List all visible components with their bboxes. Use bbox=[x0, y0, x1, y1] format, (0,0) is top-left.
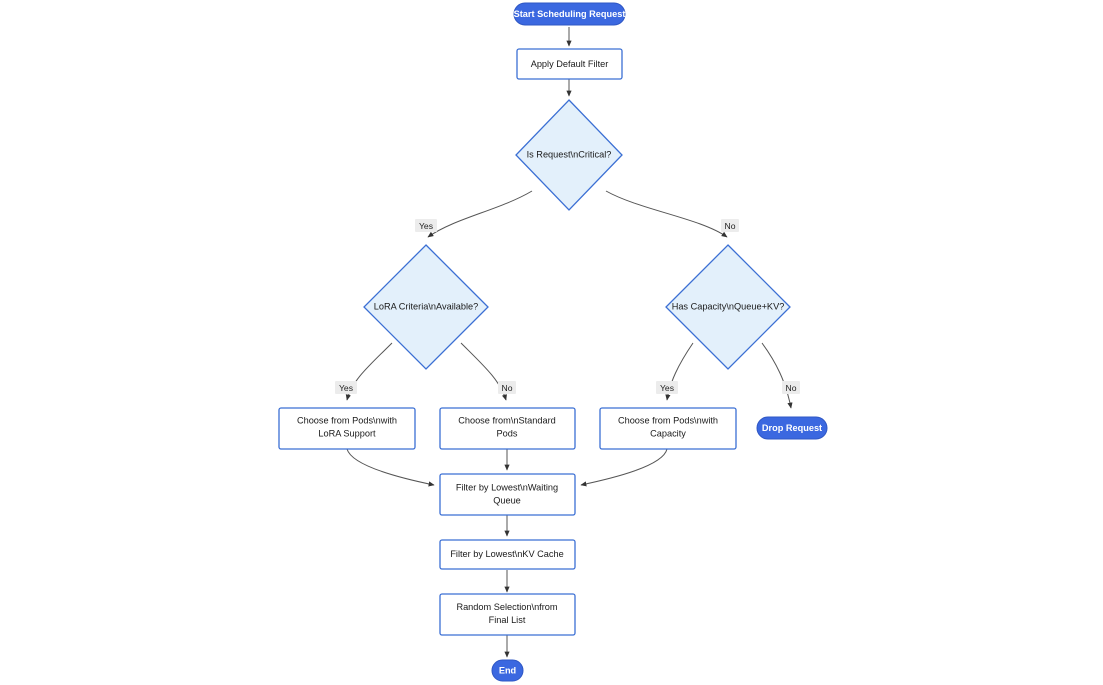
node-drop-request-label: Drop Request bbox=[762, 423, 822, 433]
node-filter-waiting-queue-label-line1: Filter by Lowest\nWaiting bbox=[456, 482, 558, 492]
node-choose-standard-pods-label-line1: Choose from\nStandard bbox=[458, 415, 556, 425]
edge-label-lora-yes-text: Yes bbox=[339, 383, 353, 393]
node-drop-request-shape[interactable] bbox=[756, 416, 828, 440]
edge-choose-capacity-to-filter-queue bbox=[580, 448, 668, 487]
node-apply-default-filter-shape[interactable] bbox=[516, 48, 623, 80]
node-choose-capacity-pods-shape[interactable] bbox=[599, 407, 737, 450]
node-random-selection-label-line2: Final List bbox=[489, 615, 526, 625]
edge-choose-lora-to-filter-queue bbox=[346, 448, 435, 487]
node-choose-lora-pods-label-line2: LoRA Support bbox=[318, 428, 376, 438]
edge-label-critical-yes: Yes bbox=[415, 219, 437, 232]
edge-lora-no-to-choose-standard bbox=[460, 342, 507, 401]
node-choose-lora-pods[interactable]: Choose from Pods\nwith LoRA Support bbox=[278, 407, 416, 450]
node-start-label: Start Scheduling Request bbox=[514, 9, 626, 19]
node-choose-capacity-pods[interactable]: Choose from Pods\nwith Capacity bbox=[599, 407, 737, 450]
node-filter-waiting-queue-label-line2: Queue bbox=[493, 495, 521, 505]
edge-label-capacity-no-text: No bbox=[786, 383, 797, 393]
node-lora-criteria-available-shape[interactable] bbox=[363, 244, 489, 370]
edge-lora-yes-to-choose-lora bbox=[345, 342, 393, 401]
edge-label-lora-yes: Yes bbox=[335, 381, 357, 394]
edge-critical-no-to-capacity bbox=[605, 190, 728, 238]
node-has-capacity[interactable]: Has Capacity\nQueue+KV? bbox=[665, 244, 791, 370]
node-filter-kv-cache-shape[interactable] bbox=[439, 539, 576, 570]
node-choose-standard-pods-label-line2: Pods bbox=[497, 428, 518, 438]
node-start[interactable]: Start Scheduling Request bbox=[513, 2, 626, 26]
node-lora-criteria-available[interactable]: LoRA Criteria\nAvailable? bbox=[363, 244, 489, 370]
node-end-shape[interactable] bbox=[491, 659, 524, 682]
node-filter-waiting-queue-shape[interactable] bbox=[439, 473, 576, 516]
edge-label-critical-no: No bbox=[721, 219, 739, 232]
node-random-selection-label-line1: Random Selection\nfrom bbox=[456, 602, 557, 612]
edges-layer bbox=[345, 27, 793, 658]
node-choose-capacity-pods-label-line1: Choose from Pods\nwith bbox=[618, 415, 718, 425]
edge-label-capacity-yes-text: Yes bbox=[660, 383, 674, 393]
node-apply-default-filter[interactable]: Apply Default Filter bbox=[516, 48, 623, 80]
node-choose-capacity-pods-label-line2: Capacity bbox=[650, 428, 686, 438]
node-end-label: End bbox=[499, 665, 516, 675]
node-random-selection[interactable]: Random Selection\nfrom Final List bbox=[439, 593, 576, 636]
node-choose-lora-pods-shape[interactable] bbox=[278, 407, 416, 450]
edge-capacity-no-to-drop bbox=[761, 342, 793, 409]
node-has-capacity-shape[interactable] bbox=[665, 244, 791, 370]
node-is-request-critical-shape[interactable] bbox=[515, 99, 623, 211]
edge-label-lora-no-text: No bbox=[502, 383, 513, 393]
edge-capacity-yes-to-choose-capacity bbox=[665, 342, 694, 401]
node-filter-kv-cache-label: Filter by Lowest\nKV Cache bbox=[450, 549, 563, 559]
node-lora-criteria-available-label: LoRA Criteria\nAvailable? bbox=[374, 301, 479, 311]
node-is-request-critical-label: Is Request\nCritical? bbox=[527, 149, 612, 159]
edge-label-capacity-yes: Yes bbox=[656, 381, 678, 394]
node-filter-kv-cache[interactable]: Filter by Lowest\nKV Cache bbox=[439, 539, 576, 570]
edge-label-critical-yes-text: Yes bbox=[419, 221, 433, 231]
node-random-selection-shape[interactable] bbox=[439, 593, 576, 636]
node-choose-standard-pods-shape[interactable] bbox=[439, 407, 576, 450]
edge-critical-yes-to-lora bbox=[427, 190, 533, 238]
edge-labels-layer: Yes No Yes No Yes No bbox=[335, 219, 800, 394]
node-drop-request[interactable]: Drop Request bbox=[756, 416, 828, 440]
edge-label-lora-no: No bbox=[498, 381, 516, 394]
edge-label-capacity-no: No bbox=[782, 381, 800, 394]
node-has-capacity-label: Has Capacity\nQueue+KV? bbox=[672, 301, 785, 311]
node-is-request-critical[interactable]: Is Request\nCritical? bbox=[515, 99, 623, 211]
node-choose-lora-pods-label-line1: Choose from Pods\nwith bbox=[297, 415, 397, 425]
node-apply-default-filter-label: Apply Default Filter bbox=[531, 59, 609, 69]
node-filter-waiting-queue[interactable]: Filter by Lowest\nWaiting Queue bbox=[439, 473, 576, 516]
edge-label-critical-no-text: No bbox=[725, 221, 736, 231]
node-end[interactable]: End bbox=[491, 659, 524, 682]
node-start-shape[interactable] bbox=[513, 2, 626, 26]
node-choose-standard-pods[interactable]: Choose from\nStandard Pods bbox=[439, 407, 576, 450]
nodes-layer: Start Scheduling Request Apply Default F… bbox=[278, 2, 828, 682]
